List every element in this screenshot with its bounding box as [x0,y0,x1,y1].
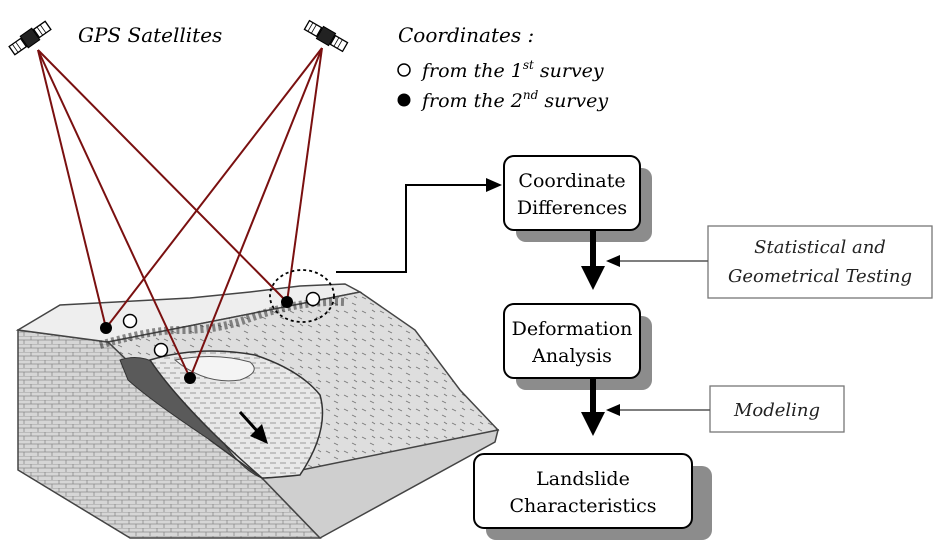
terrain-scarp-band [98,297,346,349]
satellite-icon-left [8,20,52,56]
input-arrow [606,255,708,267]
box-deformation-analysis-line2: Analysis [531,345,612,367]
highlight-ellipse [269,269,335,323]
input-modeling: Modeling [709,385,845,433]
legend-filled-circle-icon [397,93,411,107]
first-survey-point [153,342,169,358]
box-coordinate-differences-line2: Differences [517,197,627,219]
movement-arrow [238,410,268,444]
gps-satellites-label: GPS Satellites [78,23,222,47]
satellite-icon-right [303,19,349,53]
legend: Coordinates : from the 1st survey from t… [397,23,608,112]
first-survey-point [122,313,138,329]
box-landslide-characteristics: Landslide Characteristics [473,453,693,529]
landslide-hollow [173,355,255,382]
input-statistical-geometrical-testing: Statistical and Geometrical Testing [707,225,933,299]
survey-points [100,269,335,384]
second-survey-point [100,322,112,334]
terrain-ground-plane [260,429,500,539]
legend-item-first-survey: from the 1st survey [420,58,604,82]
box-deformation-analysis-line1: Deformation [512,318,633,340]
input-arrow [606,404,710,416]
signal-line [105,47,323,329]
box-coordinate-differences-line1: Coordinate [518,170,625,192]
input-statistical-line2: Geometrical Testing [728,266,912,287]
box-coordinate-differences: Coordinate Differences [503,155,641,231]
second-survey-point [184,372,196,384]
legend-item-second-survey: from the 2nd survey [420,88,608,112]
box-deformation-analysis: Deformation Analysis [503,303,641,379]
legend-open-circle-icon [397,63,411,77]
connector-to-coordinate-differences [336,178,502,273]
signal-line [37,49,107,329]
legend-title: Coordinates : [398,23,534,47]
signal-line [286,47,323,303]
input-statistical-line1: Statistical and [754,237,886,258]
box-landslide-characteristics-line2: Characteristics [509,495,656,517]
signal-line [37,49,288,303]
flow-arrow-down [581,378,605,436]
terrain-block [15,283,500,539]
flow-arrow-down [581,230,605,290]
signal-line [37,49,191,379]
gps-signal-lines [37,47,323,379]
second-survey-point [281,296,293,308]
first-survey-point [305,291,321,307]
box-landslide-characteristics-line1: Landslide [536,468,630,490]
signal-line [189,47,323,379]
input-modeling-label: Modeling [733,400,820,421]
